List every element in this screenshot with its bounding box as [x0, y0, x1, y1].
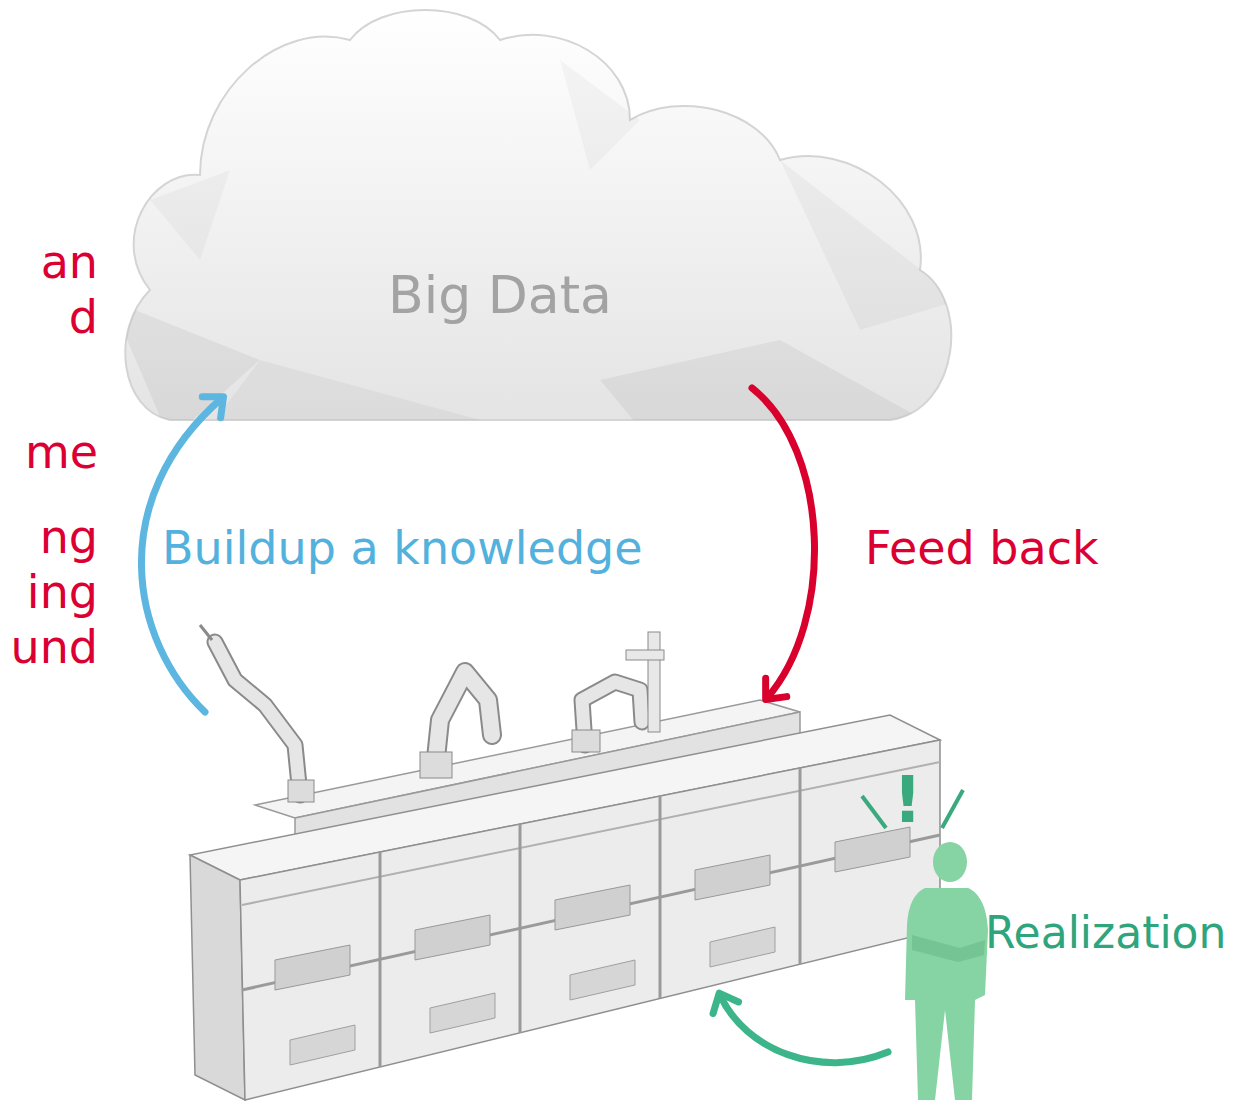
realization-arrow	[720, 995, 888, 1063]
exclamation-mark: !	[893, 764, 922, 838]
cut-text-fragment: d	[69, 291, 98, 344]
cloud-shape	[110, 0, 960, 440]
arrow-label: Feed back	[865, 522, 1099, 575]
cut-text-fragment: ing	[27, 566, 98, 619]
person-node: Realization	[895, 760, 1230, 1105]
feedback-arrow	[752, 388, 815, 698]
cloud-node: Big Data	[110, 0, 960, 440]
cloud-title: Big Data	[388, 266, 612, 326]
cut-text-fragment: me	[25, 426, 98, 479]
arrow-label: Buildup a knowledge	[162, 522, 643, 575]
cut-text-fragment: und	[10, 621, 98, 674]
cut-text-fragment: an	[41, 236, 98, 289]
realization-caption: Realization	[985, 908, 1226, 959]
cut-text-fragment: ng	[40, 511, 98, 564]
